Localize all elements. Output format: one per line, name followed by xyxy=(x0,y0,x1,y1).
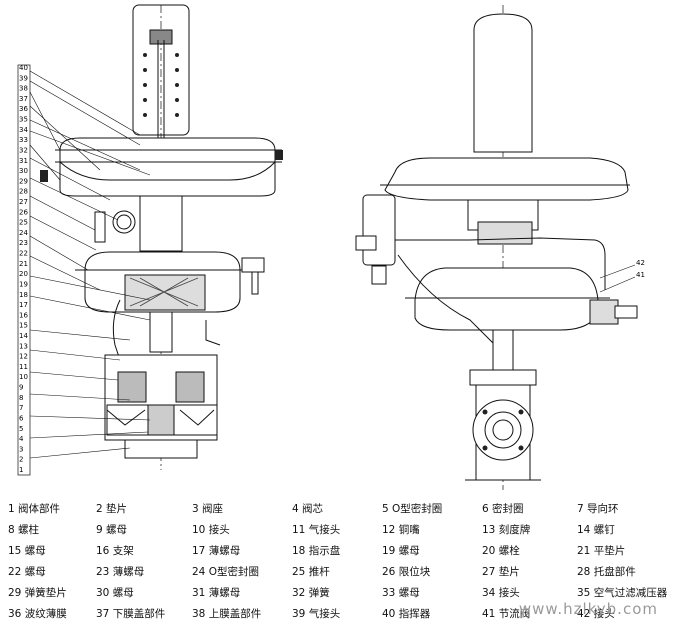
parts-row: 1 阀体部件 2 垫片 3 阀座 4 阀芯 5 O型密封圈 6 密封圈 7 导向环 xyxy=(8,501,680,522)
callout-number: 41 xyxy=(636,271,645,279)
part-entry: 42 接头 xyxy=(577,608,615,620)
callout-number: 16 xyxy=(19,311,28,319)
part-entry: 15 螺母 xyxy=(8,545,46,557)
callout-number: 14 xyxy=(19,332,28,340)
callout-number: 6 xyxy=(19,414,24,422)
callout-number: 4 xyxy=(19,435,24,443)
part-entry: 33 螺母 xyxy=(382,587,420,599)
part-entry: 32 弹簧 xyxy=(292,587,330,599)
part-entry: 35 空气过滤减压器 xyxy=(577,587,668,599)
part-entry: 18 指示盘 xyxy=(292,545,341,557)
part-entry: 23 薄螺母 xyxy=(96,566,145,578)
callout-number: 25 xyxy=(19,219,28,227)
parts-row: 36 波纹薄膜 37 下膜盖部件 38 上膜盖部件 39 气接头 40 指挥器 41 节流… xyxy=(8,606,680,627)
callout-number: 17 xyxy=(19,301,28,309)
callout-number: 3 xyxy=(19,445,23,453)
part-entry: 2 垫片 xyxy=(96,503,128,515)
part-entry: 26 限位块 xyxy=(382,566,431,578)
part-entry: 17 薄螺母 xyxy=(192,545,241,557)
part-entry: 36 波纹薄膜 xyxy=(8,608,67,620)
callout-number: 20 xyxy=(19,270,28,278)
part-entry: 19 螺母 xyxy=(382,545,420,557)
part-entry: 37 下膜盖部件 xyxy=(96,608,166,620)
callout-number: 21 xyxy=(19,260,28,268)
parts-row: 15 螺母 16 支架 17 薄螺母 18 指示盘 19 螺母 20 螺栓 21 平垫片 xyxy=(8,543,680,564)
callout-number: 31 xyxy=(19,157,28,165)
callout-number: 33 xyxy=(19,136,28,144)
part-entry: 27 垫片 xyxy=(482,566,520,578)
callout-number: 2 xyxy=(19,456,23,464)
callout-number: 5 xyxy=(19,425,23,433)
valve-assembly-drawing: 4039383736353433323130292827262524232221… xyxy=(17,4,645,490)
part-entry: 10 接头 xyxy=(192,524,230,536)
part-entry: 16 支架 xyxy=(96,545,134,557)
part-entry: 13 刻度牌 xyxy=(482,524,531,536)
callout-number: 34 xyxy=(19,126,28,134)
callout-number: 10 xyxy=(19,373,28,381)
callout-number: 30 xyxy=(19,167,28,175)
callout-number: 37 xyxy=(19,95,28,103)
parts-row: 29 弹簧垫片 30 螺母 31 薄螺母 32 弹簧 33 螺母 34 接头 35 空气过滤… xyxy=(8,585,680,606)
callout-number: 18 xyxy=(19,291,28,299)
part-entry: 8 螺柱 xyxy=(8,524,40,536)
callout-number: 39 xyxy=(19,74,28,82)
callout-number: 36 xyxy=(19,105,28,113)
callout-number: 42 xyxy=(636,259,645,267)
callout-number: 24 xyxy=(19,229,28,237)
part-entry: 1 阀体部件 xyxy=(8,503,61,515)
parts-row: 8 螺柱 9 螺母 10 接头 11 气接头 12 铜嘴 13 刻度牌 14 螺钉 xyxy=(8,522,680,543)
part-entry: 4 阀芯 xyxy=(292,503,324,515)
part-entry: 28 托盘部件 xyxy=(577,566,636,578)
part-entry: 21 平垫片 xyxy=(577,545,626,557)
left-sectional-view xyxy=(17,4,283,476)
callout-number: 40 xyxy=(19,64,28,72)
part-entry: 25 推杆 xyxy=(292,566,330,578)
part-entry: 41 节流阀 xyxy=(482,608,531,620)
callout-number: 19 xyxy=(19,280,28,288)
callout-labels-left: 4039383736353433323130292827262524232221… xyxy=(19,64,28,474)
callout-number: 27 xyxy=(19,198,28,206)
callout-number: 22 xyxy=(19,250,28,258)
part-entry: 9 螺母 xyxy=(96,524,128,536)
part-entry: 22 螺母 xyxy=(8,566,46,578)
part-entry: 14 螺钉 xyxy=(577,524,615,536)
part-entry: 30 螺母 xyxy=(96,587,134,599)
callout-number: 9 xyxy=(19,384,23,392)
callout-number: 23 xyxy=(19,239,28,247)
callout-labels-right: 42 41 xyxy=(636,259,645,279)
part-entry: 29 弹簧垫片 xyxy=(8,587,67,599)
part-entry: 7 导向环 xyxy=(577,503,619,515)
callout-number: 38 xyxy=(19,85,28,93)
callout-number: 13 xyxy=(19,342,28,350)
part-entry: 40 指挥器 xyxy=(382,608,431,620)
callout-number: 35 xyxy=(19,116,28,124)
right-side-view xyxy=(355,5,638,490)
callout-number: 12 xyxy=(19,353,28,361)
callout-number: 8 xyxy=(19,394,23,402)
callout-number: 15 xyxy=(19,322,28,330)
part-entry: 20 螺栓 xyxy=(482,545,520,557)
part-entry: 11 气接头 xyxy=(292,524,341,536)
watermark: www.hzlkyb.com xyxy=(518,600,658,618)
part-entry: 5 O型密封圈 xyxy=(382,503,443,515)
part-entry: 6 密封圈 xyxy=(482,503,524,515)
parts-list: 1 阀体部件 2 垫片 3 阀座 4 阀芯 5 O型密封圈 6 密封圈 7 导向环 8 螺柱 9… xyxy=(8,501,680,627)
callout-number: 1 xyxy=(19,466,23,474)
part-entry: 3 阀座 xyxy=(192,503,224,515)
callout-number: 28 xyxy=(19,188,28,196)
part-entry: 34 接头 xyxy=(482,587,520,599)
callout-number: 29 xyxy=(19,177,28,185)
part-entry: 39 气接头 xyxy=(292,608,341,620)
part-entry: 38 上膜盖部件 xyxy=(192,608,262,620)
callout-number: 32 xyxy=(19,146,28,154)
callout-number: 11 xyxy=(19,363,28,371)
callout-number: 7 xyxy=(19,404,23,412)
part-entry: 12 铜嘴 xyxy=(382,524,420,536)
parts-row: 22 螺母 23 薄螺母 24 O型密封圈 25 推杆 26 限位块 27 垫片 28 托盘… xyxy=(8,564,680,585)
part-entry: 31 薄螺母 xyxy=(192,587,241,599)
part-entry: 24 O型密封圈 xyxy=(192,566,259,578)
callout-number: 26 xyxy=(19,208,28,216)
